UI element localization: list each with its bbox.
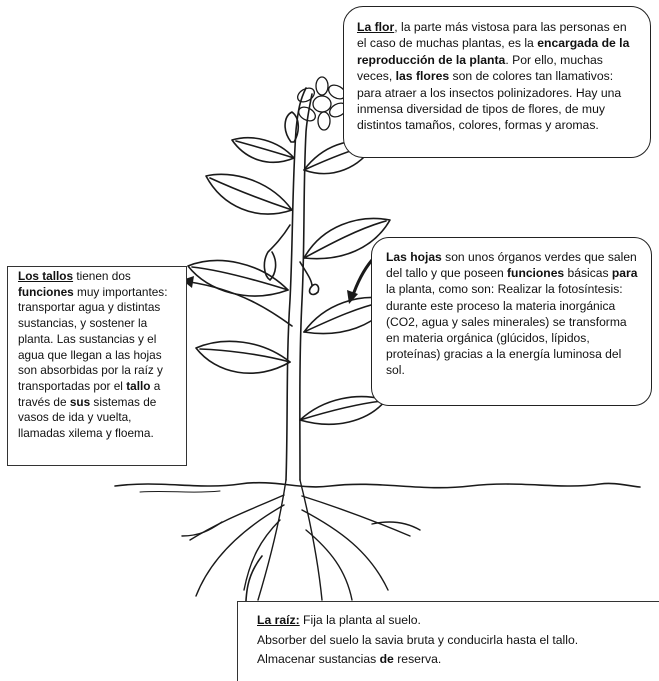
hojas-pointer — [350, 258, 374, 300]
soil-line — [114, 481, 641, 489]
roots — [181, 479, 421, 601]
raiz-line-1: La raíz: Fija la planta al suelo. — [257, 613, 421, 627]
flor-callout: La flor, la parte más vistosa para las p… — [343, 6, 651, 158]
tallos-title: Los tallos — [18, 269, 74, 283]
tallos-callout: Los tallos tienen dos funciones muy impo… — [7, 266, 187, 466]
raiz-title: La raíz: — [257, 613, 300, 627]
hojas-callout: Las hojas son unos órganos verdes que sa… — [371, 237, 652, 406]
flower-head — [296, 76, 348, 131]
stem — [285, 87, 307, 481]
flor-title: La flor — [357, 20, 395, 34]
leaves-left — [187, 136, 295, 374]
tallos-pointer — [189, 281, 293, 327]
hojas-arrowhead — [347, 290, 358, 304]
raiz-callout: La raíz: Fija la planta al suelo. Absorb… — [237, 601, 659, 681]
raiz-line-2: Absorber del suelo la savia bruta y cond… — [257, 632, 579, 647]
raiz-line-3: Almacenar sustancias de reserva. — [257, 652, 442, 666]
hojas-title: Las hojas — [386, 250, 442, 264]
